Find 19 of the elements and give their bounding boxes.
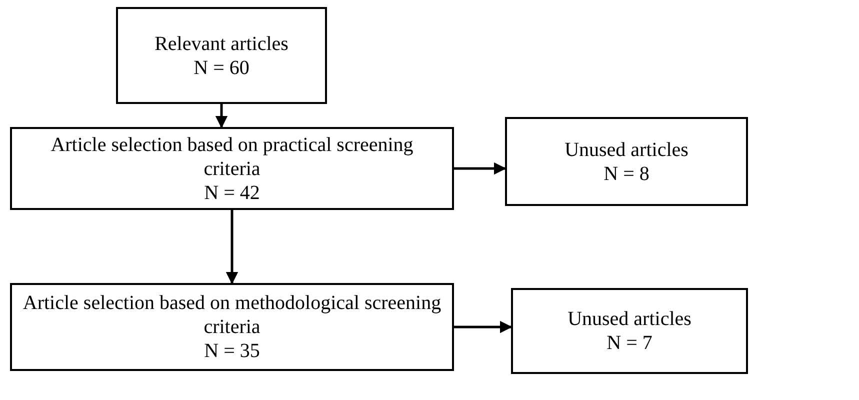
box-title: Article selection based on methodological screening criteria — [22, 291, 442, 339]
box-title: Relevant articles — [154, 32, 288, 56]
count-text: N = 8 — [604, 162, 650, 186]
process-box — [505, 117, 748, 206]
process-box — [511, 288, 748, 374]
box-title: Unused articles — [568, 307, 692, 331]
box-title: Unused articles — [564, 138, 688, 162]
count-text: N = 60 — [194, 56, 250, 80]
arrow — [454, 320, 512, 334]
process-box — [10, 127, 454, 210]
count-text: N = 42 — [204, 180, 260, 204]
arrow — [215, 104, 228, 128]
box-title: Article selection based on practical screening criteria — [50, 132, 414, 180]
count-text: N = 7 — [606, 331, 652, 355]
count-text: N = 35 — [204, 339, 260, 363]
arrow — [454, 162, 506, 175]
process-box — [10, 283, 454, 371]
process-box — [116, 7, 327, 104]
arrow — [226, 210, 238, 284]
